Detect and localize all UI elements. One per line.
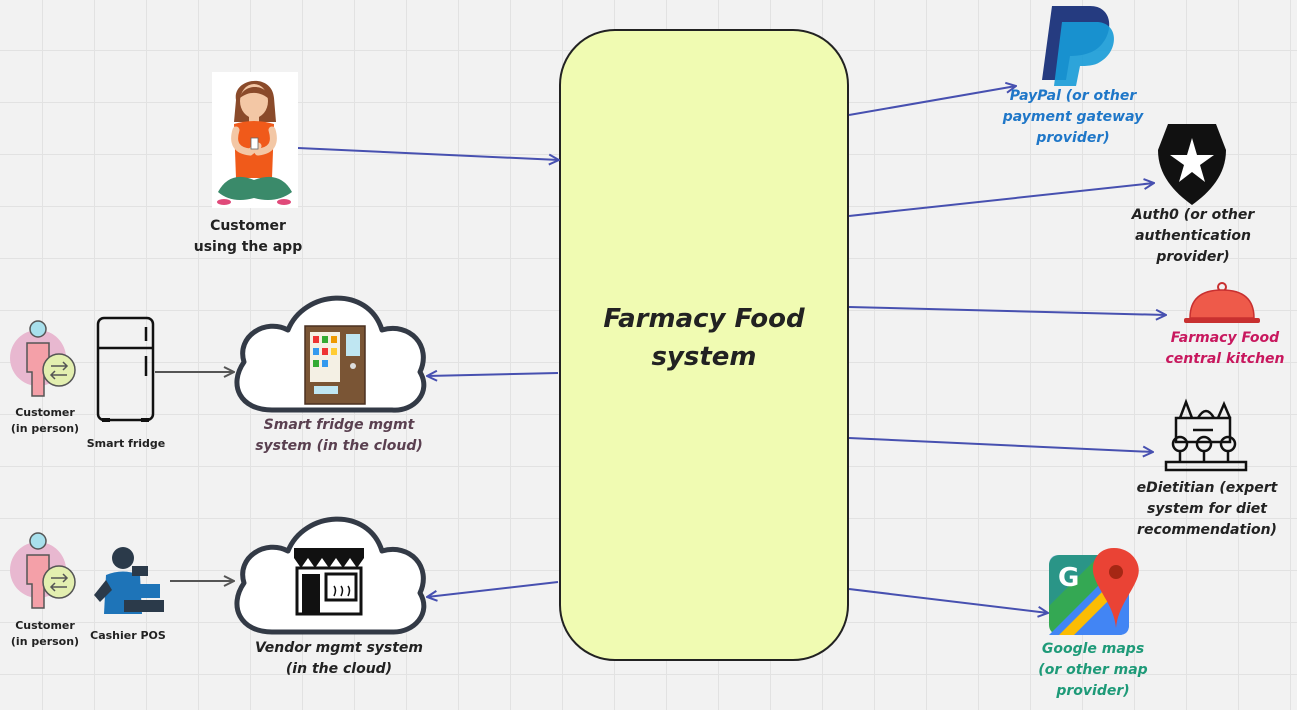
auth0-logo-icon <box>1158 124 1226 205</box>
google-maps-label: Google maps (or other map provider) <box>1038 641 1148 699</box>
vending-machine-icon <box>304 325 366 405</box>
auth0-label: Auth0 (or other authentication provider) <box>1131 207 1255 265</box>
paypal-logo-icon <box>1042 6 1114 86</box>
smart-fridge-cloud-label: Smart fridge mgmt system (in the cloud) <box>255 417 423 454</box>
svg-text:G: G <box>1058 563 1079 593</box>
cashier-icon <box>94 547 164 614</box>
google-maps-logo-icon: G <box>1049 548 1139 635</box>
arrow-system-to-auth0 <box>848 183 1154 217</box>
vegetable-crate-icon <box>1164 398 1248 472</box>
arrow-system-to-fridge-cloud <box>427 373 559 376</box>
central-kitchen-label: Farmacy Food central kitchen <box>1165 330 1285 367</box>
app-customer-label: Customer using the app <box>193 218 303 255</box>
main-system-box <box>559 29 849 661</box>
main-system-label: Farmacy Food system <box>603 304 805 372</box>
paypal-label: PayPal (or other payment gateway provide… <box>1002 88 1144 146</box>
fridge-icon <box>96 316 155 422</box>
cloche-icon <box>1184 282 1260 323</box>
in-person-customer-label: Customer (in person) <box>10 619 80 648</box>
in-person-customer-label: Customer (in person) <box>10 406 80 435</box>
arrow-system-to-paypal <box>848 86 1016 116</box>
arrow-app-to-system <box>297 147 559 160</box>
customer-person-icon <box>10 532 76 609</box>
arrow-system-to-maps <box>848 588 1048 613</box>
cashier-pos-label: Cashier POS <box>90 629 166 642</box>
arrow-system-to-edietitian <box>848 437 1153 452</box>
edietitian-label: eDietitian (expert system for diet recom… <box>1136 480 1278 538</box>
smart-fridge-label: Smart fridge <box>86 437 166 450</box>
arrow-system-to-kitchen <box>848 306 1166 315</box>
customer-person-icon <box>10 320 76 397</box>
storefront-icon <box>294 548 364 616</box>
cloud-icon <box>234 516 427 635</box>
arrow-system-to-vendor-cloud <box>427 581 559 597</box>
vendor-cloud-label: Vendor mgmt system (in the cloud) <box>254 640 424 677</box>
woman-with-phone-icon <box>212 72 298 208</box>
